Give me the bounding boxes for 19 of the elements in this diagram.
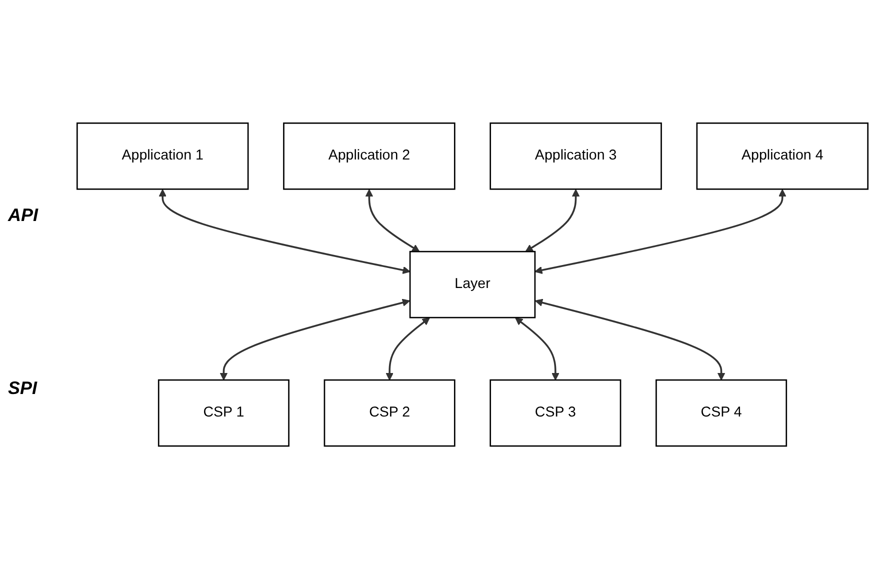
arrow	[386, 318, 430, 381]
arrow	[525, 190, 580, 252]
node-box: CSP 4	[656, 380, 788, 448]
arrow	[515, 318, 560, 381]
node-box: CSP 3	[490, 380, 622, 448]
node-box: Application 1	[76, 122, 249, 190]
layer-label: SPI	[8, 378, 38, 399]
arrow	[220, 299, 410, 381]
arrow	[365, 190, 420, 252]
arrow	[534, 190, 786, 274]
arrow	[534, 299, 726, 381]
layer-label: API	[8, 205, 38, 226]
node-box: Application 2	[283, 122, 456, 190]
node-box: Application 4	[696, 122, 869, 190]
node-box: CSP 2	[324, 380, 456, 448]
node-box: CSP 1	[158, 380, 290, 448]
node-box: Application 3	[490, 122, 662, 190]
node-box: Layer	[409, 251, 536, 319]
arrow	[158, 190, 410, 274]
